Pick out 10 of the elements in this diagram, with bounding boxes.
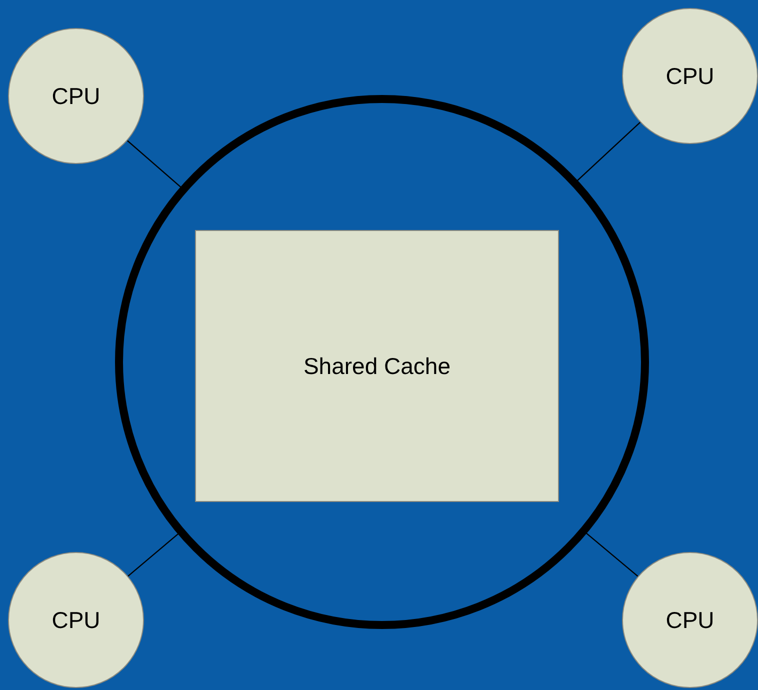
connector-line bbox=[584, 532, 638, 577]
connector-line bbox=[128, 532, 180, 577]
connector-line bbox=[576, 122, 641, 182]
connector-line bbox=[126, 140, 182, 189]
cache-box bbox=[195, 230, 559, 502]
cpu-label: CPU bbox=[52, 606, 100, 634]
cpu-label: CPU bbox=[666, 606, 714, 634]
cache-label: Shared Cache bbox=[303, 352, 451, 380]
cpu-label: CPU bbox=[666, 62, 714, 90]
cpu-label: CPU bbox=[52, 82, 100, 110]
